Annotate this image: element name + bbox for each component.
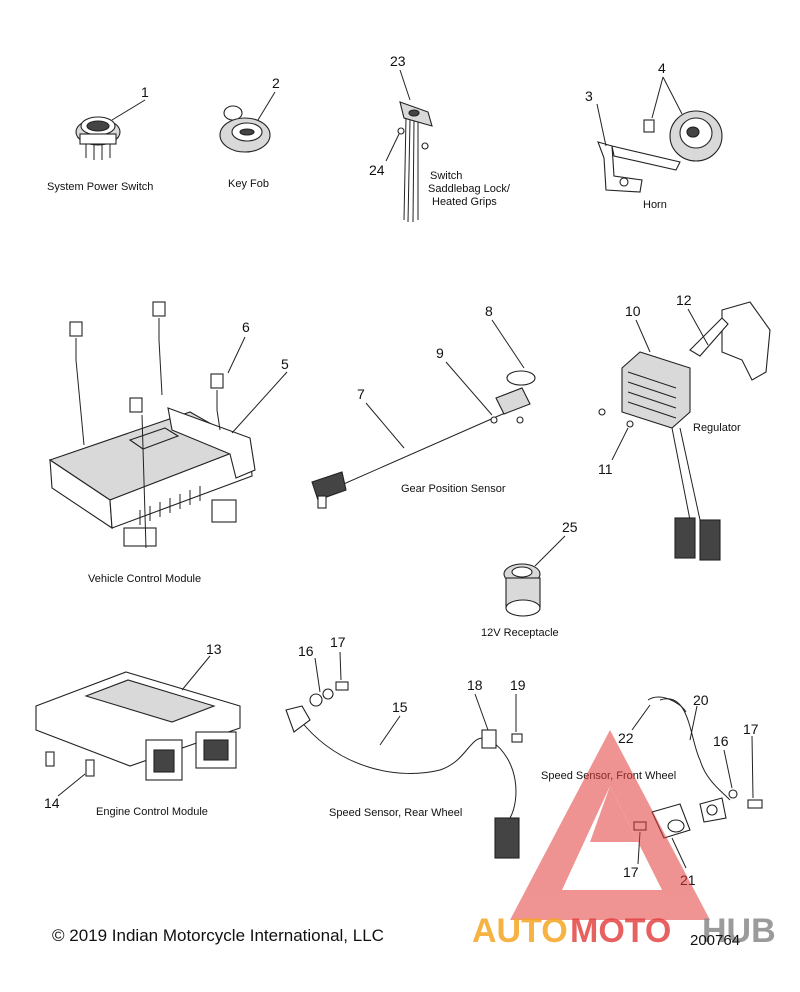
- 12v-receptacle-part: [503, 563, 541, 617]
- callout-22: 22: [618, 730, 634, 746]
- callout-16-rear: 16: [298, 643, 314, 659]
- label-switch-line2: Saddlebag Lock/: [428, 183, 511, 195]
- copyright-notice: © 2019 Indian Motorcycle International, …: [52, 926, 384, 945]
- ecm-screws: [45, 751, 95, 777]
- key-fob-part: [219, 105, 271, 153]
- horn-part: [597, 110, 723, 193]
- label-gear-sensor: Gear Position Sensor: [401, 483, 506, 495]
- callout-20: 20: [693, 692, 709, 708]
- callout-16-front: 16: [713, 733, 729, 749]
- callout-23: 23: [390, 53, 406, 69]
- system-power-switch-part: [75, 116, 121, 160]
- watermark-moto: MOTO: [570, 912, 671, 950]
- regulator-part: [598, 301, 771, 561]
- label-switch-line3: Heated Grips: [432, 196, 497, 208]
- label-system-power-switch: System Power Switch: [47, 181, 153, 193]
- callout-3: 3: [585, 88, 593, 104]
- callout-19: 19: [510, 677, 526, 693]
- label-ecm: Engine Control Module: [96, 806, 208, 818]
- callout-11: 11: [598, 461, 613, 477]
- label-receptacle: 12V Receptacle: [481, 627, 559, 639]
- watermark-hub: HUB: [702, 912, 776, 950]
- vehicle-control-module-part: [48, 407, 256, 547]
- watermark-auto: AUTO: [472, 912, 568, 950]
- callout-13: 13: [206, 641, 222, 657]
- label-switch-line1: Switch: [430, 170, 462, 182]
- callout-7: 7: [357, 386, 365, 402]
- callout-18: 18: [467, 677, 483, 693]
- label-key-fob: Key Fob: [228, 178, 269, 190]
- callout-17-front-lower: 17: [623, 864, 639, 880]
- callout-4: 4: [658, 60, 666, 76]
- callout-10: 10: [625, 303, 641, 319]
- callout-8: 8: [485, 303, 493, 319]
- callout-5: 5: [281, 356, 289, 372]
- callout-12: 12: [676, 292, 692, 308]
- callout-25: 25: [562, 519, 578, 535]
- label-vcm: Vehicle Control Module: [88, 573, 201, 585]
- callout-2: 2: [272, 75, 280, 91]
- label-rear-speed: Speed Sensor, Rear Wheel: [329, 807, 462, 819]
- callout-14: 14: [44, 795, 60, 811]
- callout-24: 24: [369, 162, 385, 178]
- gear-position-sensor-part: [311, 370, 536, 509]
- label-horn: Horn: [643, 199, 667, 211]
- diagram-reference-code: 200764: [690, 932, 741, 949]
- automotohub-watermark: AUTO MOTO HUB: [472, 730, 776, 950]
- engine-control-module-part: [35, 671, 241, 781]
- callout-17-rear: 17: [330, 634, 346, 650]
- label-regulator: Regulator: [693, 422, 741, 434]
- rear-speed-sensor-part: [285, 681, 523, 859]
- callout-17-front: 17: [743, 721, 759, 737]
- callout-1: 1: [141, 84, 149, 100]
- callout-9: 9: [436, 345, 444, 361]
- saddlebag-switch-part: [397, 101, 433, 223]
- callout-15: 15: [392, 699, 408, 715]
- callout-6: 6: [242, 319, 250, 335]
- vcm-screws: [69, 301, 224, 413]
